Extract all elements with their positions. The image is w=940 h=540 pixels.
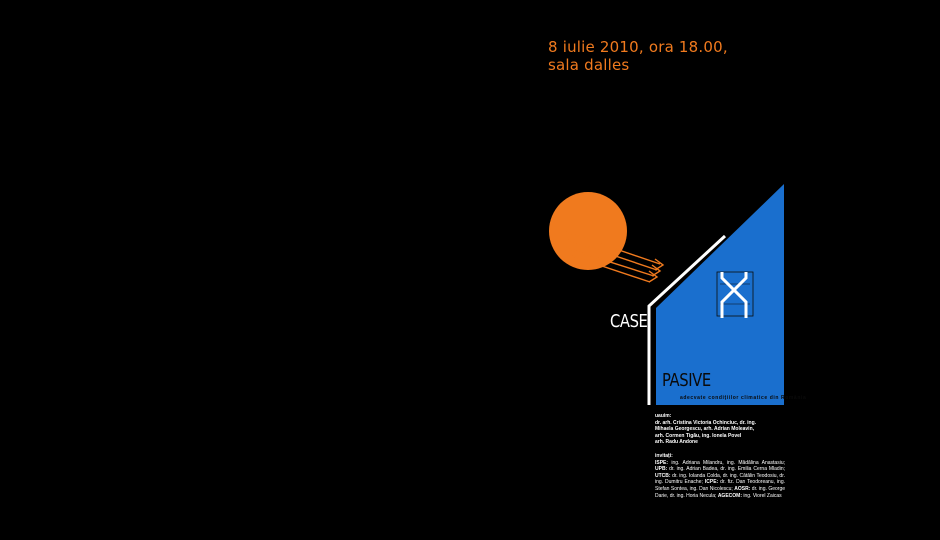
sun-rays-icon (565, 231, 665, 283)
title-word-pasive: PASIVE (662, 370, 711, 391)
guest-names: ing. Adriana Milandru, ing. Mădălina Ana… (668, 459, 785, 466)
title-subtitle: adecvate condițiilor climatice din Român… (680, 395, 807, 401)
guests-heading: invitați: (655, 452, 673, 459)
organizer-line: Mihaela Georgescu, arh. Adrian Moleavin, (655, 426, 755, 433)
guest-org: AGECOM: (717, 492, 742, 499)
organizer-line: arh. Radu Andone (655, 439, 698, 446)
hourglass-x-icon (716, 271, 754, 318)
guest-names: dr. ing. George Darie, dr. ing. Horia Ne… (655, 485, 786, 499)
roof-outline (647, 234, 727, 405)
organizer-line: dr. arh. Cristina Victoria Ochinciuc, dr… (655, 419, 757, 426)
guest-names: dr. ing. Adrian Badea, dr. ing. Emilia C… (667, 466, 785, 473)
event-venue: sala dalles (548, 56, 630, 74)
guest-org: UPB: (655, 466, 668, 473)
sun-icon (549, 192, 627, 270)
title-word-case: CASE (610, 311, 648, 332)
guests-list: ISPE: ing. Adriana Milandru, ing. Mădăli… (655, 460, 785, 500)
organizer-line: arh. Cormen Tigău, ing. Ionela Povel (655, 432, 742, 439)
organizers-heading: uauim: (655, 413, 672, 419)
credits-block: uauim: dr. arh. Cristina Victoria Ochinc… (655, 413, 785, 499)
guest-names: dr. fiz. Dan Teodoreanu, ing. Stefan Son… (655, 479, 785, 492)
guest-org: AOSR: (734, 485, 751, 492)
guest-org: ICPE: (704, 479, 719, 486)
guest-org: UTCB: (655, 472, 671, 479)
event-date: 8 iulie 2010, ora 18.00, (548, 38, 728, 56)
guest-org: ISPE: (655, 459, 669, 466)
house-roof-icon (656, 184, 784, 405)
guest-names: ing. Viorel Zaicas (741, 492, 782, 499)
guest-names: dr. ing. Iolanda Colda, dr. ing. Cătălin… (655, 472, 785, 486)
